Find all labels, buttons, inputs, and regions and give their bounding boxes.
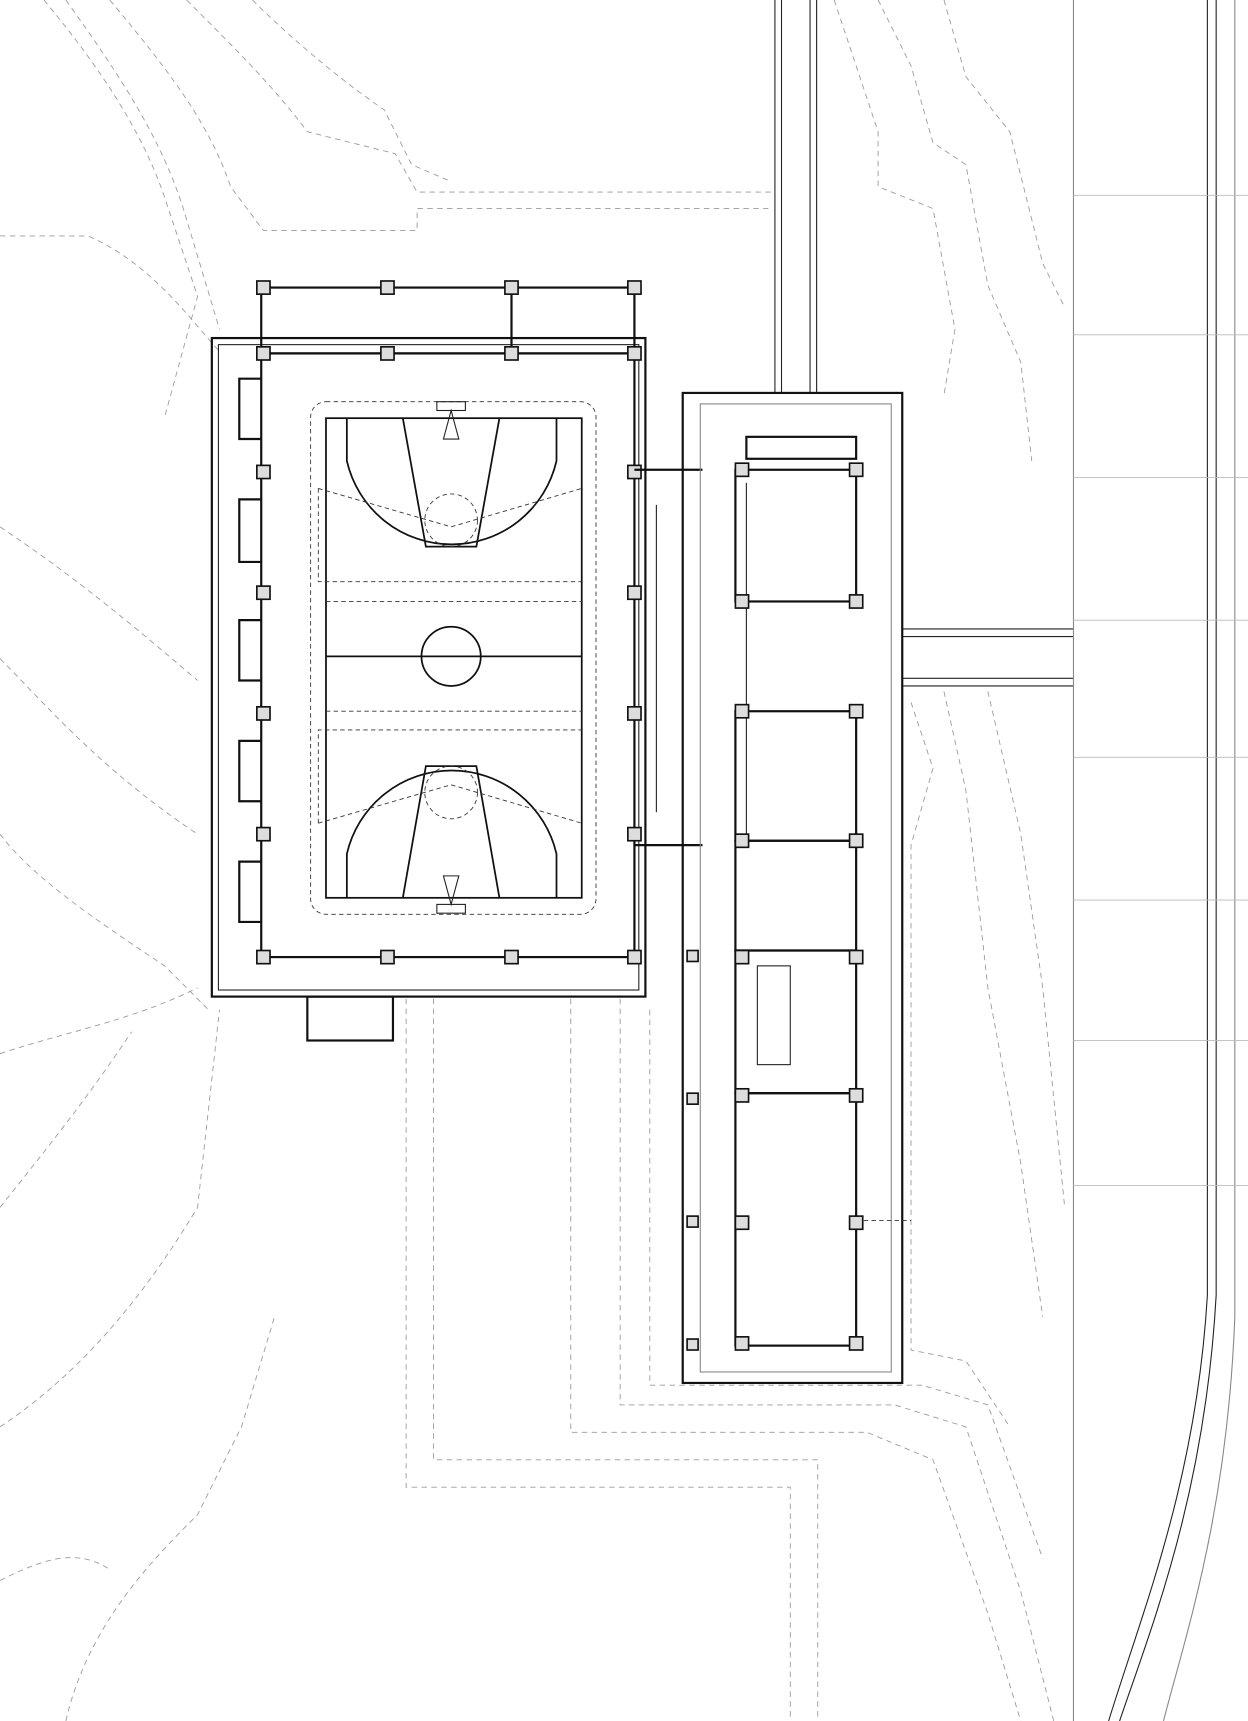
gymnasium <box>210 280 647 1042</box>
basketball-court <box>310 401 597 915</box>
annex-columns <box>686 462 864 1351</box>
annex-building <box>681 391 912 1385</box>
site-road <box>774 0 1248 1721</box>
terrain-contours <box>0 0 1066 1721</box>
connector-corridor <box>634 468 747 847</box>
structural-columns <box>256 280 642 965</box>
